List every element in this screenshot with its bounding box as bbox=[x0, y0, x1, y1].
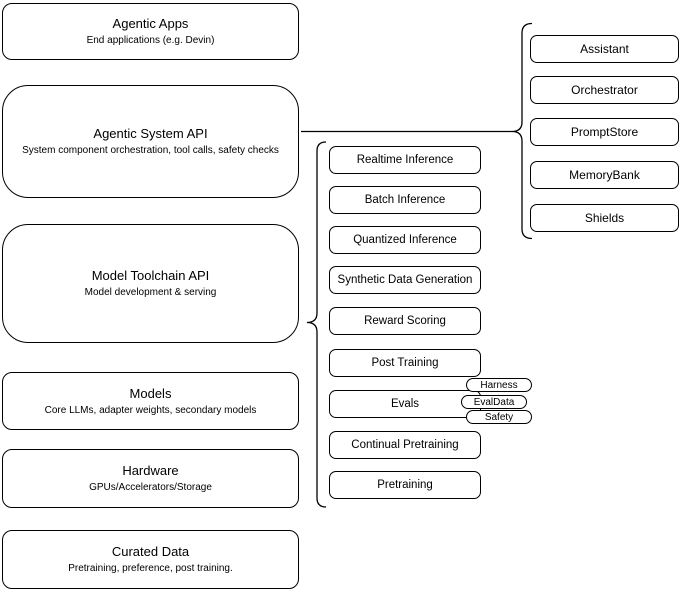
system-components-brace bbox=[511, 22, 533, 240]
service-box-quantized-inference: Quantized Inference bbox=[329, 226, 481, 254]
box-title: Agentic Apps bbox=[112, 16, 189, 31]
service-box-post-training: Post Training bbox=[329, 349, 481, 377]
box-subtitle: Pretraining, preference, post training. bbox=[68, 563, 233, 574]
component-box-orchestrator: Orchestrator bbox=[530, 76, 679, 104]
box-subtitle: Core LLMs, adapter weights, secondary mo… bbox=[44, 404, 257, 416]
box-title: Model Toolchain API bbox=[91, 268, 210, 283]
box-subtitle: End applications (e.g. Devin) bbox=[86, 35, 215, 46]
box-agentic-system-api: Agentic System API System component orch… bbox=[2, 85, 299, 198]
service-box-pretraining: Pretraining bbox=[329, 471, 481, 499]
toolchain-services-brace bbox=[306, 141, 327, 508]
tag-safety: Safety bbox=[466, 410, 532, 424]
box-agentic-apps: Agentic Apps End applications (e.g. Devi… bbox=[2, 3, 299, 60]
service-box-realtime-inference: Realtime Inference bbox=[329, 146, 481, 174]
box-title: Models bbox=[129, 385, 172, 401]
box-subtitle: Model development & serving bbox=[84, 287, 217, 298]
box-subtitle: GPUs/Accelerators/Storage bbox=[89, 482, 212, 493]
box-models: Models Core LLMs, adapter weights, secon… bbox=[2, 372, 299, 430]
service-box-continual-pretraining: Continual Pretraining bbox=[329, 431, 481, 459]
tag-harness: Harness bbox=[466, 378, 532, 392]
box-curated-data: Curated Data Pretraining, preference, po… bbox=[2, 530, 299, 589]
component-box-assistant: Assistant bbox=[530, 35, 679, 63]
box-model-toolchain-api: Model Toolchain API Model development & … bbox=[2, 224, 299, 343]
component-box-shields: Shields bbox=[530, 204, 679, 232]
component-box-memorybank: MemoryBank bbox=[530, 161, 679, 189]
service-box-evals: Evals bbox=[329, 390, 481, 418]
service-box-batch-inference: Batch Inference bbox=[329, 186, 481, 214]
component-box-promptstore: PromptStore bbox=[530, 118, 679, 146]
box-title: Agentic System API bbox=[93, 126, 208, 141]
box-title: Curated Data bbox=[111, 544, 190, 559]
tag-evaldata: EvalData bbox=[461, 395, 527, 409]
service-box-synthetic-data-generation: Synthetic Data Generation bbox=[329, 266, 481, 294]
box-hardware: Hardware GPUs/Accelerators/Storage bbox=[2, 449, 299, 508]
box-subtitle: System component orchestration, tool cal… bbox=[22, 145, 279, 156]
box-title: Hardware bbox=[122, 463, 179, 478]
service-box-reward-scoring: Reward Scoring bbox=[329, 307, 481, 335]
